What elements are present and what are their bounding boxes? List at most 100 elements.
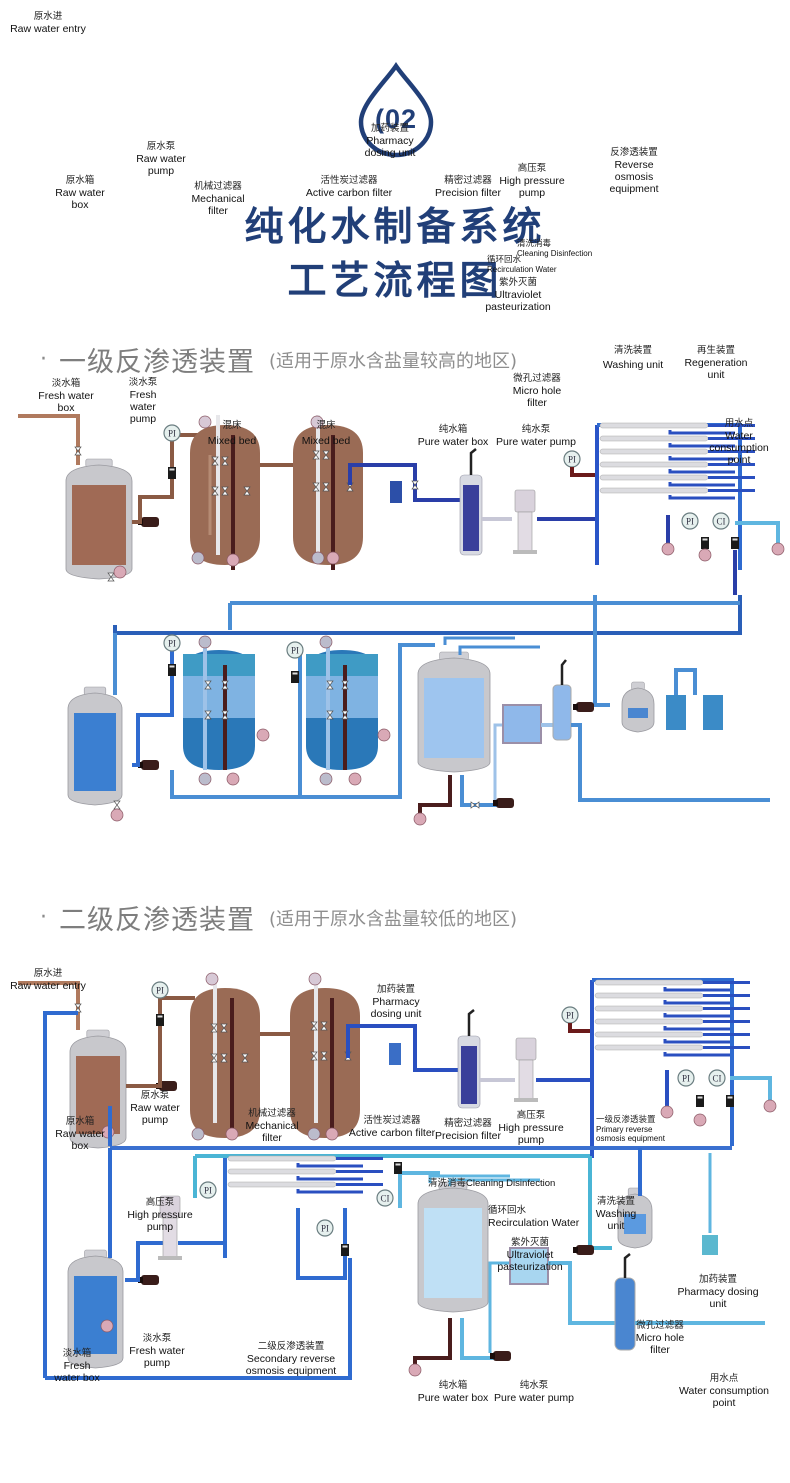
high-pressure-pump-1-base <box>513 550 537 554</box>
gauge-icon <box>681 512 699 530</box>
dosing-tank <box>390 481 402 503</box>
pure-drain-pipe <box>413 1318 452 1368</box>
ro-membrane-rack-membrane <box>599 474 709 481</box>
precision-filter-vent <box>467 1009 475 1036</box>
gauge-label: PI <box>156 986 164 996</box>
primary-ro-membrane-rack-membrane <box>594 1031 704 1038</box>
drain-bulb-icon <box>660 1105 674 1119</box>
ro-membrane-rack-pipe <box>668 443 735 448</box>
washing-tank-water <box>624 1214 646 1234</box>
primary-ro-membrane-rack-membrane <box>594 979 704 986</box>
gauge-label: PI <box>291 646 299 656</box>
section-note: (适用于原水含盐量较高的地区) <box>269 350 518 372</box>
section-title: 一级反渗透装置 <box>59 347 255 378</box>
drain-bulb-icon <box>319 635 333 649</box>
ro-membrane-rack-pipe <box>668 430 735 435</box>
raw-water-tank-water <box>76 1056 120 1134</box>
pump-motor <box>573 1247 578 1253</box>
mechanical-filter <box>190 988 260 1138</box>
section-heading-secondary-ro: ·二级反渗透装置(适用于原水含盐量较低的地区) <box>40 898 517 937</box>
pi-connector <box>568 1023 590 1033</box>
high-pressure-pump-1-motor <box>515 1037 537 1061</box>
valve-icon <box>322 482 330 492</box>
primary-ro-membrane-rack-pipe <box>663 1013 730 1018</box>
cleaning-pipe <box>443 636 515 645</box>
ro-membrane-rack-pipe <box>668 469 735 474</box>
bullet: · <box>40 905 47 930</box>
flow-meter-icon <box>696 1095 704 1107</box>
drain-bulb-icon <box>198 415 212 429</box>
valve-icon <box>210 1023 218 1033</box>
drain-bulb-icon <box>693 1113 707 1127</box>
drain-bulb-icon <box>110 808 124 822</box>
ci-outlet-pipe <box>730 1076 772 1103</box>
uv-sterilizer <box>509 1247 549 1285</box>
micro-hole-filter <box>614 1277 636 1351</box>
section-note: (适用于原水含盐量较低的地区) <box>269 908 518 930</box>
secondary-ro-membrane-rack-pipe <box>296 1176 363 1181</box>
raw-pump-pipe <box>126 996 195 1088</box>
ro-membrane-rack-pipe <box>668 456 735 461</box>
gauge-label: PI <box>204 1186 212 1196</box>
pump-motor <box>573 704 578 710</box>
ro-membrane-rack-membrane <box>599 487 709 494</box>
pure-drain-pipe <box>418 775 452 815</box>
secondary-ro-membrane-rack-membrane <box>227 1168 337 1175</box>
flow-meter-icon <box>341 1244 349 1256</box>
gauge-label: CI <box>717 517 726 527</box>
bullet: · <box>40 347 47 372</box>
precision-filter-vent <box>469 448 477 475</box>
gauge-icon <box>163 634 181 652</box>
dosing-tank-2 <box>702 1235 718 1255</box>
primary-ro-membrane-rack-pipe <box>663 1039 730 1044</box>
gauge-icon <box>677 1069 695 1087</box>
secondary-ro-loop <box>296 1208 347 1280</box>
fresh-water-tank-water <box>74 713 116 791</box>
micro-filter-vent <box>560 659 567 685</box>
primary-ro-membrane-rack-membrane <box>594 1018 704 1025</box>
valve-icon <box>107 572 115 582</box>
valve-icon <box>241 1053 249 1063</box>
drain-bulb-icon <box>661 542 675 556</box>
pure-pump-inlet <box>460 1318 495 1360</box>
flow-meter-icon <box>156 1014 164 1026</box>
primary-ro-membrane-rack-pipe <box>663 987 730 992</box>
flow-meter-window <box>157 1015 163 1018</box>
drain-bulb-icon <box>113 565 127 579</box>
primary-ro-membrane-rack-membrane <box>594 1044 704 1051</box>
flow-meter-icon <box>291 671 299 683</box>
flow-meter-icon <box>731 537 739 549</box>
pump-motor <box>490 1353 495 1359</box>
drain-bulb-icon <box>100 1319 114 1333</box>
drain-bulb-icon <box>191 551 205 565</box>
micro-hole-filter <box>552 684 572 741</box>
secondary-ro-membrane-rack-pipe <box>296 1163 363 1168</box>
gauge-icon <box>286 641 304 659</box>
drain-bulb-icon <box>226 772 240 786</box>
pi-connector <box>570 467 595 477</box>
washing-tank-water <box>628 708 648 718</box>
valve-icon <box>326 680 334 690</box>
carbon-to-precision-pipe <box>348 463 460 502</box>
valve-icon <box>326 710 334 720</box>
recirculation-pipe <box>458 645 540 655</box>
label-cleaning-disinfection: 清洗消毒Cleaning Disinfection <box>428 1178 556 1189</box>
valve-icon <box>320 1051 328 1061</box>
